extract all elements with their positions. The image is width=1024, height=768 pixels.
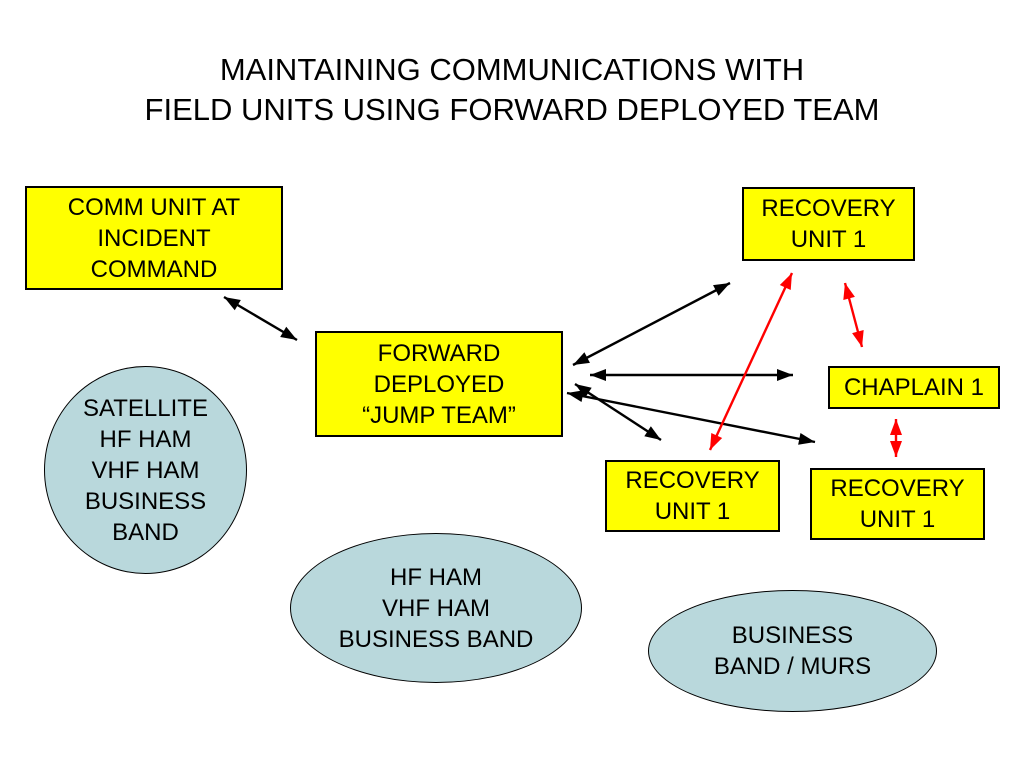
- node-forward-deployed-jump-team: FORWARD DEPLOYED “JUMP TEAM”: [315, 331, 563, 437]
- link-forward-recovery-top: [572, 281, 731, 367]
- link-recovery-mid-recovery-top-red: [708, 272, 794, 451]
- link-comm-forward: [223, 295, 298, 342]
- node-recovery-unit-mid: RECOVERY UNIT 1: [605, 460, 780, 532]
- node-recovery-unit-right: RECOVERY UNIT 1: [810, 468, 985, 540]
- channel-ellipse-satellite-bands: SATELLITE HF HAM VHF HAM BUSINESS BAND: [44, 366, 247, 574]
- node-chaplain-1: CHAPLAIN 1: [828, 366, 1000, 409]
- channel-ellipse-hf-vhf-business: HF HAM VHF HAM BUSINESS BAND: [290, 533, 582, 683]
- link-recovery-top-chaplain-red: [843, 282, 864, 348]
- link-forward-recovery-right: [566, 390, 816, 445]
- node-comm-unit-incident-command: COMM UNIT AT INCIDENT COMMAND: [25, 186, 283, 290]
- slide-title: MAINTAINING COMMUNICATIONS WITH FIELD UN…: [144, 52, 880, 127]
- channel-ellipse-business-band-murs: BUSINESS BAND / MURS: [648, 590, 937, 712]
- node-recovery-unit-top: RECOVERY UNIT 1: [742, 187, 915, 261]
- link-forward-recovery-mid: [574, 382, 662, 442]
